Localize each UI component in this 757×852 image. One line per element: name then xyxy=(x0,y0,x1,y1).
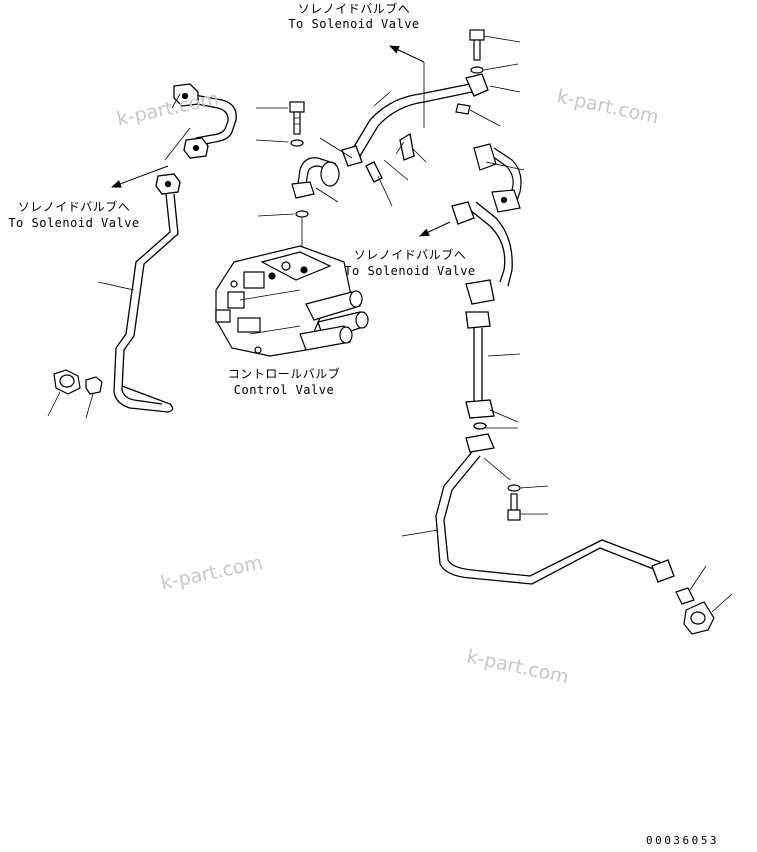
solenoid-left-label-en: To Solenoid Valve xyxy=(8,216,140,230)
document-number: 00036053 xyxy=(646,834,719,847)
lower-right-bolt-assembly xyxy=(507,484,549,521)
control-valve-label-en: Control Valve xyxy=(233,383,335,397)
solenoid-top-arrow xyxy=(389,45,425,63)
solenoid-top-label-jp: ソレノイドバルブへ xyxy=(297,2,411,16)
upper-center-hose xyxy=(319,73,489,207)
control-valve-drawing xyxy=(215,245,369,357)
left-tube-assembly xyxy=(97,83,237,413)
right-tube-assembly xyxy=(401,201,675,585)
solenoid-right-label-jp: ソレノイドバルブへ xyxy=(353,248,467,262)
right-nut-and-plug xyxy=(675,565,733,635)
solenoid-right-label-en: To Solenoid Valve xyxy=(344,264,476,278)
center-bolt-assembly xyxy=(255,101,340,262)
solenoid-left-label-jp: ソレノイドバルブへ xyxy=(17,200,131,214)
control-valve-label-jp: コントロールバルブ xyxy=(227,367,341,381)
solenoid-right-arrow xyxy=(419,221,451,237)
solenoid-top-label-en: To Solenoid Valve xyxy=(288,17,420,31)
left-nut-and-plug xyxy=(47,369,103,419)
solenoid-left-arrow xyxy=(111,165,169,188)
upper-right-bolt-assembly xyxy=(455,29,525,213)
